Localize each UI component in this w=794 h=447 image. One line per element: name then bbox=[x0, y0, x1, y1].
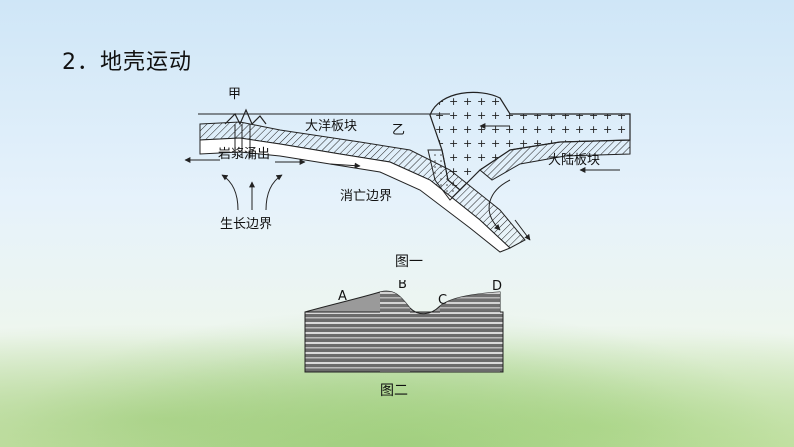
label-c: C bbox=[438, 293, 447, 308]
label-subduction-boundary: 消亡边界 bbox=[340, 189, 392, 204]
label-growth-boundary: 生长边界 bbox=[220, 217, 272, 232]
label-jia: 甲 bbox=[228, 87, 241, 102]
label-b: B bbox=[398, 280, 407, 292]
figure2-diagram: A B C D 图二 bbox=[304, 280, 504, 399]
figure1-caption: 图一 bbox=[395, 254, 423, 270]
label-oceanic-plate: 大洋板块 bbox=[305, 119, 357, 134]
label-d: D bbox=[492, 280, 502, 294]
label-magma: 岩浆涌出 bbox=[218, 147, 270, 162]
figure1-diagram: + 甲 大洋板块 乙 岩浆涌出 大陆板块 消亡边界 生长边界 图一 bbox=[184, 87, 631, 270]
label-continental-plate: 大陆板块 bbox=[548, 152, 600, 168]
label-a: A bbox=[338, 289, 347, 304]
label-yi: 乙 bbox=[392, 123, 405, 138]
figure2-caption: 图二 bbox=[380, 383, 408, 399]
page-title: 2．地壳运动 bbox=[62, 50, 192, 75]
